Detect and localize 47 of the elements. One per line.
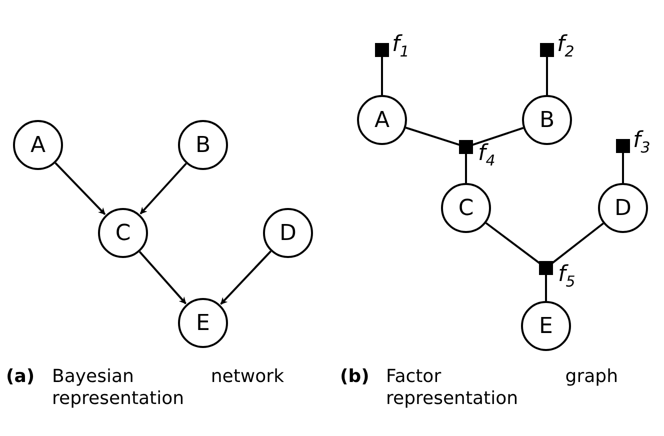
variable-circle <box>178 120 228 170</box>
connector-line <box>546 57 548 95</box>
factor-label: f$_{3}$ <box>633 128 650 156</box>
node-label: E <box>196 310 210 336</box>
factor-label: f$_{2}$ <box>557 32 574 60</box>
connector-line <box>545 275 547 301</box>
connector-line <box>465 154 467 183</box>
node-label: B <box>195 132 211 158</box>
factor-square <box>540 43 554 57</box>
variable-circle <box>263 208 313 258</box>
caption-text: Factor graph representation <box>386 366 618 410</box>
caption-text: Bayesian network representation <box>52 366 284 410</box>
variable-circle <box>178 298 228 348</box>
node-label: A <box>30 132 46 158</box>
variable-circle <box>98 208 148 258</box>
variable-circle <box>522 95 572 145</box>
node-label: E <box>539 314 553 338</box>
node-label: A <box>374 108 390 132</box>
node-label: B <box>539 108 555 132</box>
arrow <box>54 162 106 215</box>
arrow <box>220 250 272 305</box>
variable-circle <box>441 183 491 233</box>
variable-circle <box>13 120 63 170</box>
node-label: D <box>280 220 296 246</box>
node-label: C <box>115 220 131 246</box>
arrow <box>140 162 187 214</box>
variable-circle <box>521 301 571 351</box>
caption-tag: (a) <box>6 366 46 388</box>
variable-circle <box>598 183 648 233</box>
connector-line <box>485 222 541 265</box>
factor-label: f$_{5}$ <box>558 262 576 290</box>
variable-circle <box>357 95 407 145</box>
connector-line <box>406 126 460 146</box>
node-label: C <box>458 196 474 220</box>
arrow <box>138 251 186 304</box>
factor-square <box>616 139 630 153</box>
connector-line <box>472 126 524 146</box>
connector-line <box>381 57 383 95</box>
factor-square <box>539 261 553 275</box>
caption-tag: (b) <box>340 366 380 388</box>
factor-label: f$_{4}$ <box>478 141 496 170</box>
node-label: D <box>614 196 632 220</box>
factor-square <box>459 140 473 154</box>
factor-square <box>375 43 389 57</box>
connector-line <box>622 153 624 183</box>
factor-label: f$_{1}$ <box>392 32 410 60</box>
connector-line <box>550 222 604 264</box>
